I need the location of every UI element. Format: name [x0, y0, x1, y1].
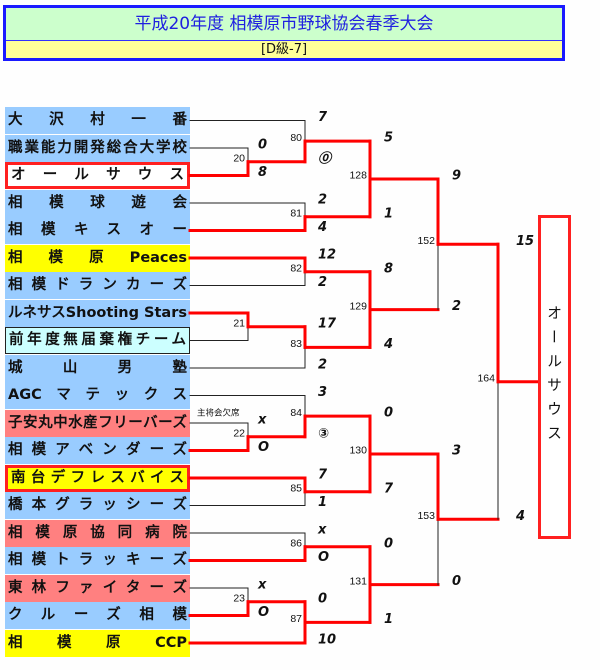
score-top: x [317, 523, 327, 538]
team-row: ルネサスShooting Stars [5, 299, 190, 327]
team-row: AGCマテックス [5, 382, 190, 409]
team-row: 相模球遊会 [5, 189, 190, 217]
score-top: 3 [318, 385, 327, 400]
match-number: 87 [290, 613, 302, 625]
score-bottom: ⓪ [318, 150, 333, 166]
match-number: 81 [290, 208, 302, 220]
score-top: 7 [318, 110, 328, 125]
tournament-title: 平成20年度 相模原市野球協会春季大会 [6, 8, 562, 41]
match-number: 152 [417, 235, 435, 247]
score-bottom: ③ [318, 426, 329, 441]
score-bottom: 4 [515, 509, 525, 524]
match-number: 129 [349, 300, 367, 312]
tournament-header: 平成20年度 相模原市野球協会春季大会 [D級-7] [3, 5, 565, 61]
score-top: 7 [318, 468, 328, 483]
match-number: 82 [290, 263, 302, 275]
score-top: x [257, 413, 267, 428]
score-top: 0 [258, 138, 267, 153]
score-bottom: 1 [318, 495, 327, 510]
score-top: 0 [318, 591, 327, 606]
score-bottom: 1 [384, 206, 393, 221]
score-bottom: 7 [384, 481, 394, 496]
score-bottom: 8 [258, 165, 267, 180]
match-number: 153 [417, 510, 435, 522]
score-bottom: O [258, 605, 269, 620]
score-top: 0 [384, 536, 393, 551]
score-bottom: 4 [383, 337, 393, 352]
match-number: 84 [290, 407, 302, 419]
score-top: x [257, 578, 267, 593]
match-number: 22 [233, 428, 245, 440]
score-bottom: 2 [452, 299, 461, 314]
team-row: 橋本グラッシーズ [5, 492, 190, 519]
score-top: 12 [318, 248, 336, 263]
score-top: 8 [384, 261, 393, 276]
team-row: 大沢村一番 [5, 107, 190, 134]
match-number: 21 [233, 318, 245, 330]
score-bottom: 2 [318, 275, 327, 290]
score-top: 0 [384, 406, 393, 421]
team-row: オールサウス [5, 162, 190, 189]
team-row: 相模原協同病院 [5, 519, 190, 547]
match-number: 23 [233, 593, 245, 605]
match-number: 83 [290, 338, 302, 350]
score-bottom: O [318, 550, 329, 565]
match-number: 85 [290, 483, 302, 495]
team-row: 子安丸中水産フリーバーズ [5, 409, 190, 437]
match-number: 86 [290, 538, 302, 550]
score-top: 17 [318, 316, 337, 331]
score-top: 15 [516, 234, 534, 249]
team-row: 東林ファイターズ [5, 574, 190, 602]
team-row: クルーズ相模 [5, 602, 190, 629]
team-row: 前年度無届棄権チーム [5, 327, 190, 354]
match-number: 130 [349, 445, 367, 457]
match-number: 131 [349, 575, 367, 587]
team-row: 南台デフレスバイス [5, 464, 190, 492]
division-label: [D級-7] [6, 41, 562, 58]
match-number: 164 [477, 373, 495, 385]
match-number: 128 [349, 170, 367, 182]
champion-box: オールサウス [538, 215, 571, 539]
match-number: 20 [233, 153, 245, 165]
team-row: 相模キスオー [5, 217, 190, 244]
score-bottom: 10 [318, 633, 336, 648]
team-row: 相模ドランカーズ [5, 272, 190, 299]
score-top: 9 [452, 168, 461, 183]
forfeit-note: 主将会欠席 [197, 408, 240, 419]
champion-name: オールサウス [545, 305, 563, 449]
team-row: 職業能力開発総合大学校 [5, 134, 190, 162]
match-number: 80 [290, 132, 302, 144]
team-row: 相模原CCP [5, 629, 190, 657]
team-row: 相模原Peaces [5, 244, 190, 272]
score-top: 5 [384, 131, 393, 146]
team-row: 城山男塾 [5, 354, 190, 382]
score-bottom: 0 [452, 574, 461, 589]
score-bottom: O [258, 440, 269, 455]
score-top: 2 [318, 193, 327, 208]
team-row: 相模トラッキーズ [5, 547, 190, 574]
score-bottom: 2 [318, 358, 327, 373]
score-bottom: 1 [384, 612, 393, 627]
score-bottom: 4 [317, 220, 327, 235]
team-row: 相模アベンダーズ [5, 437, 190, 464]
score-top: 3 [452, 443, 461, 458]
